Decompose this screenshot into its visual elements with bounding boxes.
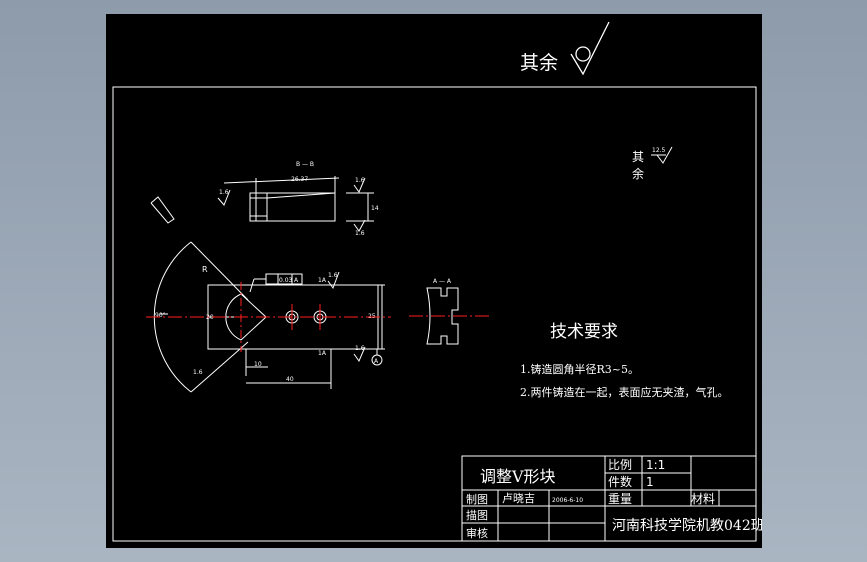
dim-length-total: 40 bbox=[286, 376, 294, 383]
drawing-canvas[interactable]: 其余 其 余 12.5 B — B bbox=[106, 14, 762, 548]
drawing-svg: 其余 其 余 12.5 B — B bbox=[112, 21, 762, 542]
tolerance-datum: A bbox=[294, 277, 299, 284]
tech-req-item-2: 2.两件铸造在一起，表面应无夹渣，气孔。 bbox=[520, 385, 729, 399]
roughness-remainder-label: 其余 bbox=[520, 52, 558, 74]
school-name: 河南科技学院机教042班 bbox=[612, 518, 762, 534]
tech-req-item-1: 1.铸造圆角半径R3~5。 bbox=[520, 362, 639, 376]
title-block bbox=[461, 455, 757, 542]
scale-value: 1:1 bbox=[646, 458, 665, 472]
top-view: B — B bbox=[217, 161, 374, 232]
handle-shape bbox=[150, 196, 175, 224]
weight-label: 重量 bbox=[608, 492, 632, 506]
tolerance-value: 0.03 bbox=[279, 277, 293, 284]
dim-rough-16c: 1.6 bbox=[355, 230, 365, 237]
dim-rough-16a: 1.6 bbox=[219, 189, 229, 196]
drawn-label: 制图 bbox=[466, 493, 488, 506]
drawing-frame bbox=[112, 86, 757, 542]
count-value: 1 bbox=[646, 475, 654, 489]
dim-section-a-top: 1A bbox=[318, 277, 327, 284]
roughness-small-value: 12.5 bbox=[652, 147, 666, 154]
dim-radius: R bbox=[202, 265, 208, 274]
top-view-label: B — B bbox=[296, 161, 314, 168]
dim-rough-16d: 1.6 bbox=[328, 272, 338, 279]
center-lines bbox=[146, 282, 492, 352]
dim-datum-bubble: A bbox=[374, 358, 379, 365]
tech-req-title: 技术要求 bbox=[550, 322, 618, 342]
part-name: 调整V形块 bbox=[480, 467, 556, 486]
drawn-date: 2006-6-10 bbox=[552, 497, 583, 504]
check-label: 描图 bbox=[466, 508, 488, 522]
section-label: A — A bbox=[433, 278, 452, 285]
dim-section-a-bot: 1A bbox=[318, 350, 327, 357]
dim-rough-16f: 1.6 bbox=[193, 369, 203, 376]
review-label: 审核 bbox=[466, 526, 488, 540]
dim-rough-16e: 1.6 bbox=[355, 345, 365, 352]
scale-label: 比例 bbox=[608, 458, 632, 472]
roughness-symbol-icon bbox=[570, 21, 610, 76]
roughness-small-label-1: 其 bbox=[632, 150, 644, 164]
section-a-view bbox=[426, 287, 459, 345]
dim-rough-16b: 1.6 bbox=[355, 177, 365, 184]
count-label: 件数 bbox=[608, 474, 632, 489]
dim-top-height: 14 bbox=[371, 205, 379, 212]
dim-width-v: 10 bbox=[254, 361, 262, 368]
dim-top-width: 26.37 bbox=[291, 176, 308, 183]
material-label: 材料 bbox=[691, 492, 715, 506]
dim-arc-angle: 90° bbox=[155, 312, 166, 319]
roughness-small-symbol-icon bbox=[651, 146, 673, 164]
roughness-small-label-2: 余 bbox=[632, 166, 644, 181]
drawn-name: 卢晓吉 bbox=[502, 492, 535, 505]
dim-left-len: 20 bbox=[206, 314, 214, 321]
